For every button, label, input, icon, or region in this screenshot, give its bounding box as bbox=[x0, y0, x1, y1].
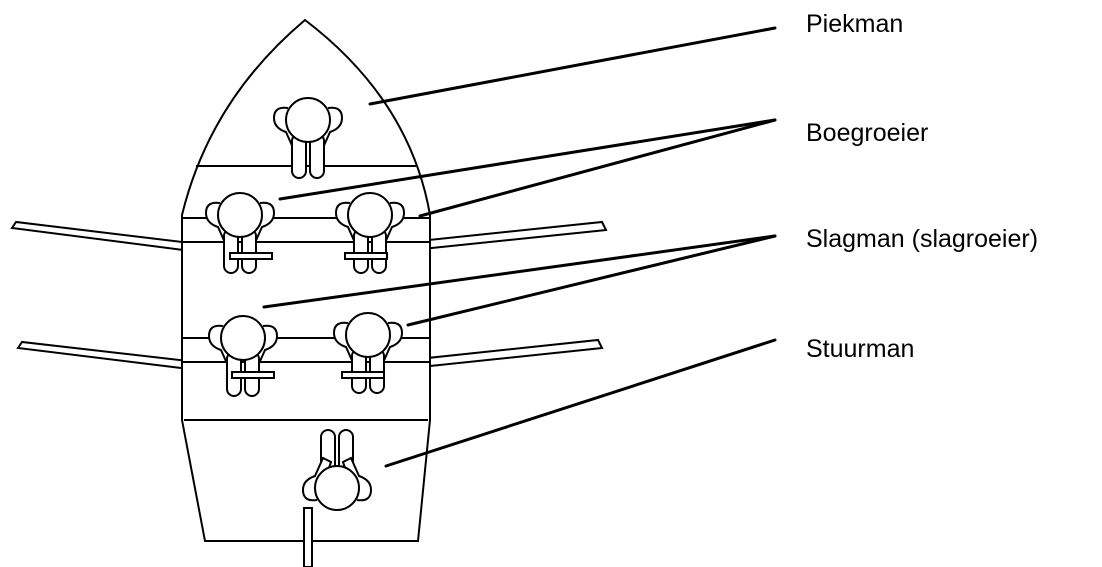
label-piekman: Piekman bbox=[806, 10, 904, 38]
leader-line-boegroeier-2 bbox=[418, 118, 777, 218]
leader-lines bbox=[262, 26, 777, 468]
oarlocks bbox=[229, 252, 388, 379]
leader-line-slagman-2 bbox=[406, 234, 777, 327]
label-slagman: Slagman (slagroeier) bbox=[806, 225, 1039, 253]
leader-line-slagman-1 bbox=[262, 234, 777, 309]
oars bbox=[10, 220, 608, 376]
leader-line-piekman bbox=[368, 26, 777, 106]
leader-line-stuurman bbox=[384, 338, 777, 468]
rudder bbox=[303, 507, 313, 567]
label-boegroeier: Boegroeier bbox=[806, 119, 929, 147]
label-stuurman: Stuurman bbox=[806, 335, 915, 363]
leader-line-boegroeier-1 bbox=[278, 118, 777, 201]
